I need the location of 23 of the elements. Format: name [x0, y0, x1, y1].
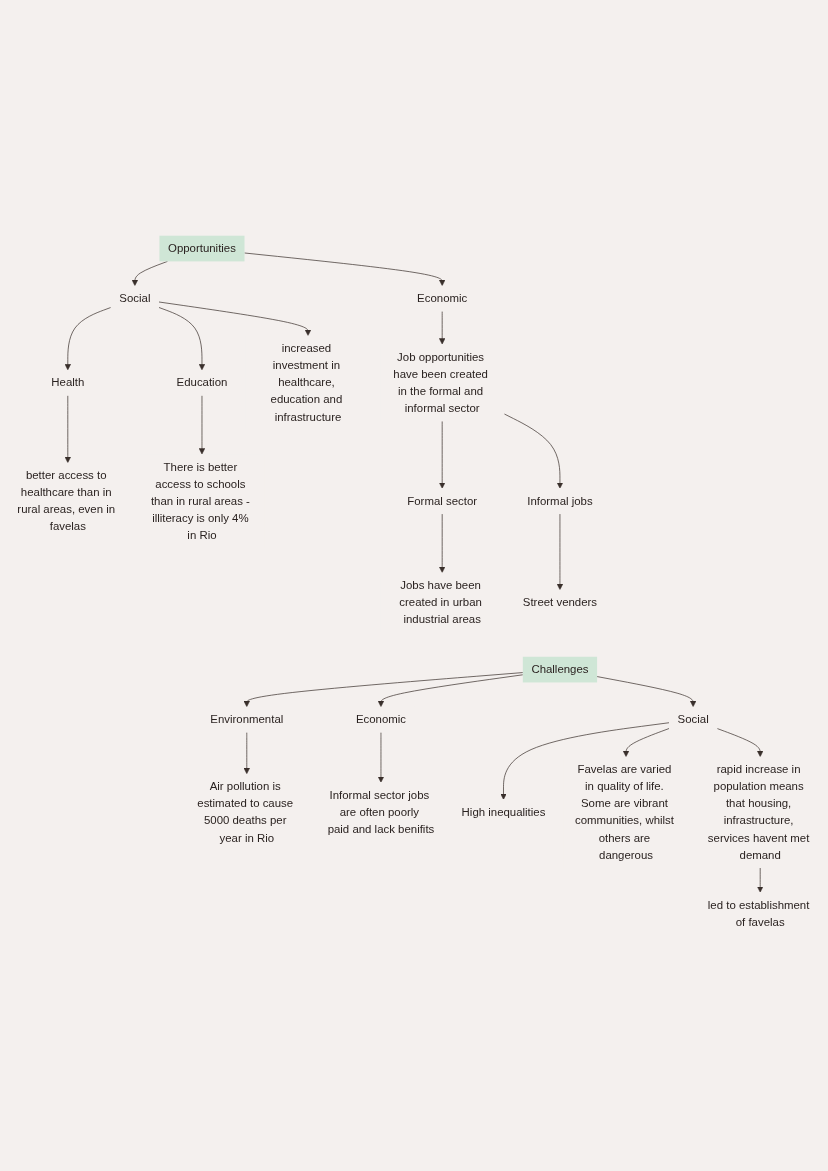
- node-text: Informal sector jobs are often poorly paid and lack benifits: [327, 788, 435, 836]
- node-text: Job opportunities have been created in the formal and informal sector: [393, 350, 488, 415]
- node-text: Economic: [417, 292, 468, 305]
- node-text: better access to healthcare than in rural areas, even in favelas: [17, 469, 116, 533]
- node-text: Informal jobs: [527, 494, 593, 507]
- node-box: Opportunities: [159, 235, 245, 262]
- node-box: Challenges: [522, 656, 598, 683]
- node-text: Favelas are varied in quality of life. Some are vibrant communities, whilst others are dangerous: [574, 763, 674, 861]
- node-text: Education: [176, 376, 228, 389]
- node-text: Street venders: [522, 596, 598, 609]
- node-text: led to establishment of favelas: [707, 898, 810, 929]
- node-text: There is better access to schools than in rural areas - illiteracy is only 4% in Rio: [150, 460, 250, 542]
- node-text: Social: [677, 713, 709, 726]
- node-text: High inequalities: [461, 806, 546, 819]
- node-text: Air pollution is estimated to cause 5000 deaths per year in Rio: [197, 780, 294, 844]
- node-text: Formal sector: [407, 494, 478, 507]
- node-text: Economic: [355, 713, 407, 726]
- node-text: Health: [51, 376, 85, 389]
- node-text: Environmental: [210, 713, 284, 726]
- node-text: increased investment in healthcare, education and infrastructure: [270, 342, 343, 423]
- node-text: rapid increase in population means that housing, infrastructure, services havent met demand: [707, 763, 810, 861]
- node-text: Jobs have been created in urban industrial areas: [399, 579, 482, 626]
- node-text: Social: [119, 292, 151, 305]
